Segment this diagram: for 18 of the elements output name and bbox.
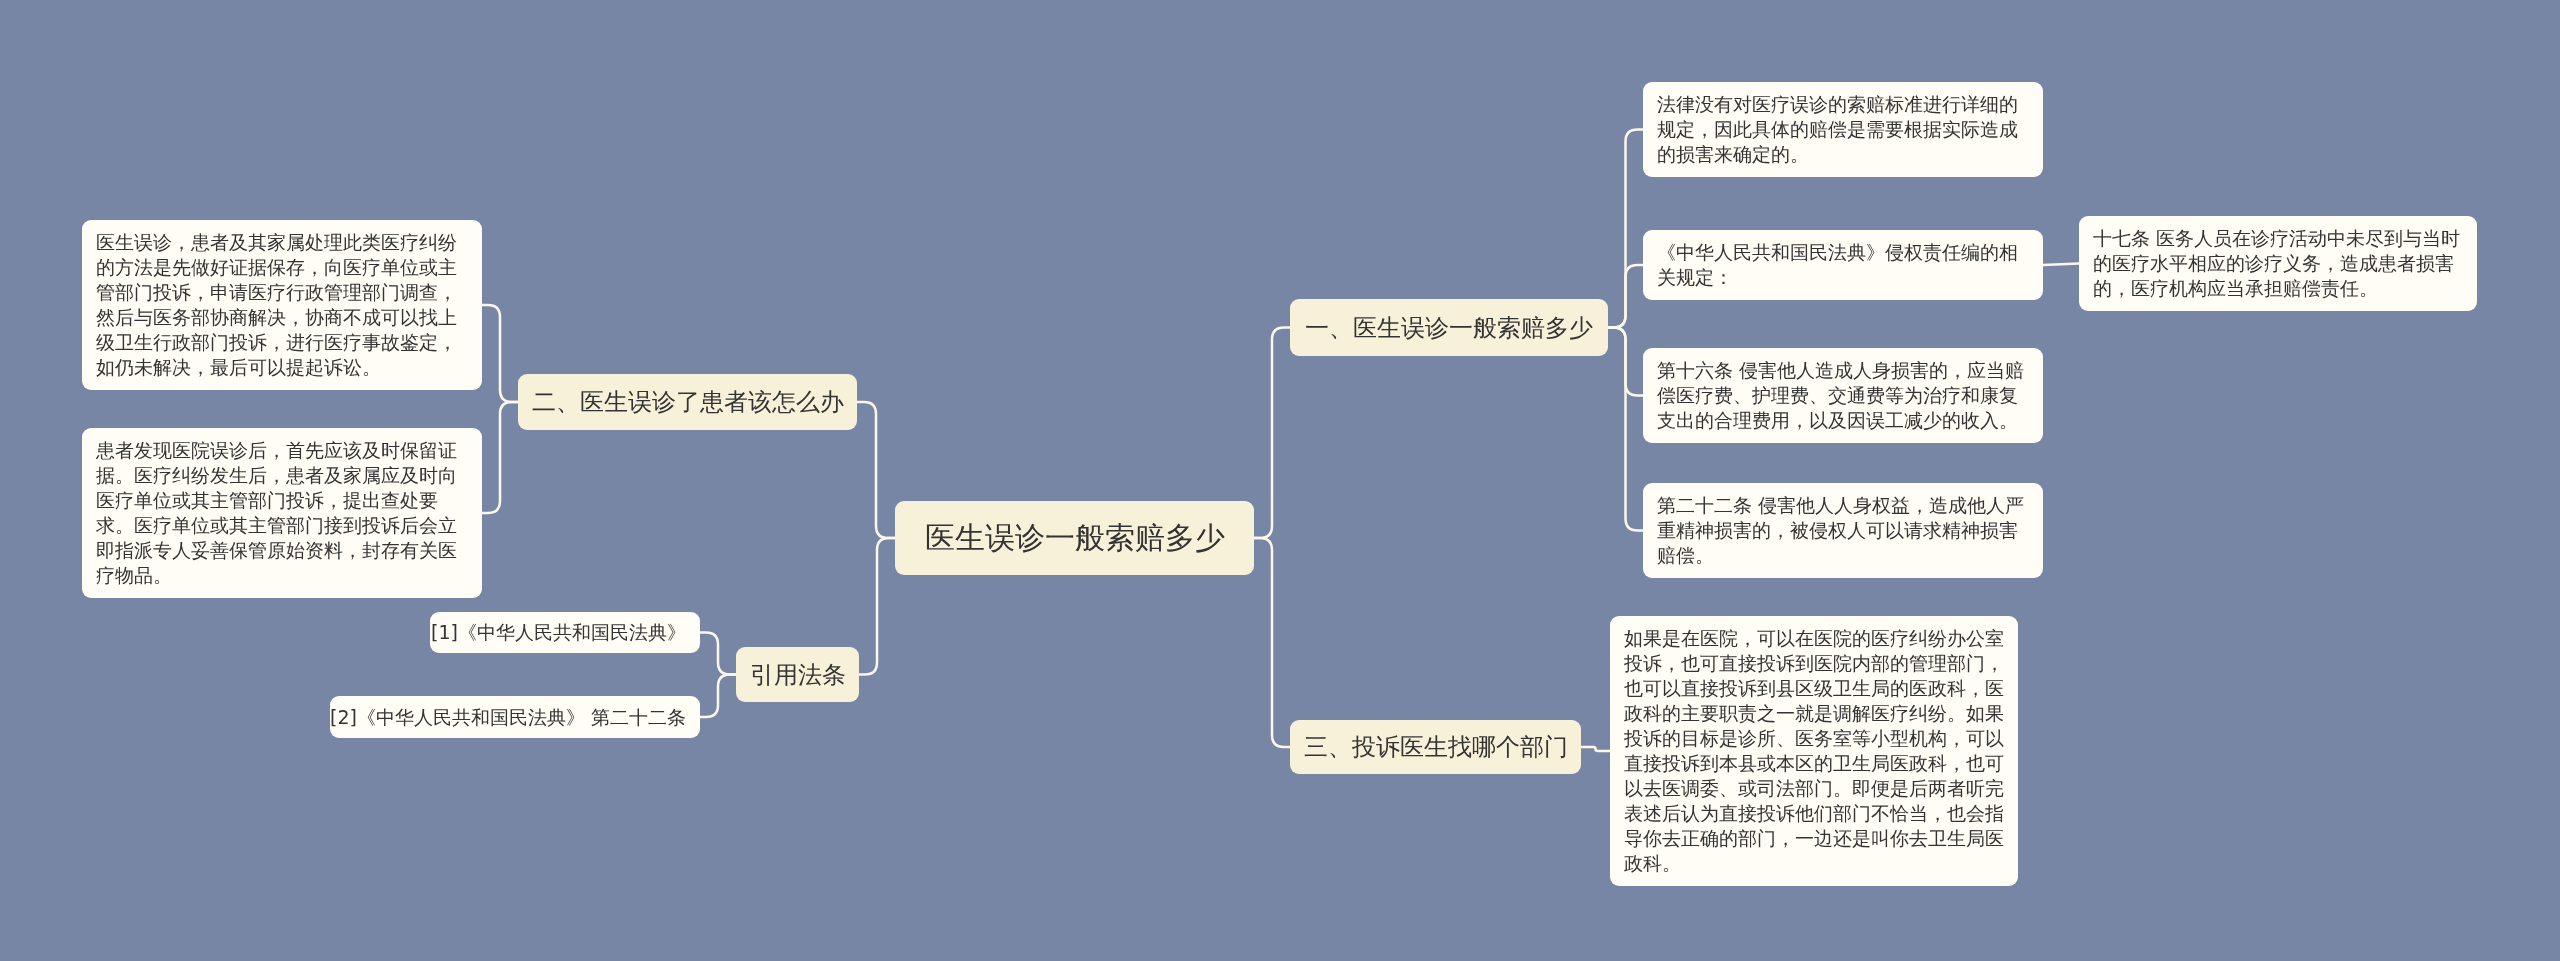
text-card: 患者发现医院误诊后，首先应该及时保留证据。医疗纠纷发生后，患者及家属应及时向医疗单位或其主管部门投诉，提出查处要求。医疗单位或其主管部门接到投诉后会立即指派专人妥善保管原始资料，封存有关医疗物品。 <box>82 428 482 598</box>
text-card: 第十六条 侵害他人造成人身损害的，应当赔偿医疗费、护理费、交通费等为治疗和康复支出的合理费用，以及因误工减少的收入。 <box>1643 348 2043 443</box>
text-card: 十七条 医务人员在诊疗活动中未尽到与当时的医疗水平相应的诊疗义务，造成患者损害的，医疗机构应当承担赔偿责任。 <box>2079 216 2477 311</box>
reference-card: [2]《中华人民共和国民法典》 第二十二条 <box>330 696 700 738</box>
text-card: 第二十二条 侵害他人人身权益，造成他人严重精神损害的，被侵权人可以请求精神损害赔偿。 <box>1643 483 2043 578</box>
text-card: 如果是在医院，可以在医院的医疗纠纷办公室投诉，也可直接投诉到医院内部的管理部门，也可以直接投诉到县区级卫生局的医政科，医政科的主要职责之一就是调解医疗纠纷。如果投诉的目标是诊所、医务室等小型机构，可以直接投诉到本县或本区的卫生局医政科，也可以去医调委、或司法部门。即便是后两者听完表述后认为直接投诉他们部门不恰当，也会指导你去正确的部门，一边还是叫你去卫生局医政科。 <box>1610 616 2018 886</box>
text-card: 法律没有对医疗误诊的索赔标准进行详细的规定，因此具体的赔偿是需要根据实际造成的损害来确定的。 <box>1643 82 2043 177</box>
topic-box: 二、医生误诊了患者该怎么办 <box>518 374 857 430</box>
text-card: 《中华人民共和国民法典》侵权责任编的相关规定： <box>1643 230 2043 300</box>
text-card: 医生误诊，患者及其家属处理此类医疗纠纷的方法是先做好证据保存，向医疗单位或主管部门投诉，申请医疗行政管理部门调查，然后与医务部协商解决，协商不成可以找上级卫生行政部门投诉，进行医疗事故鉴定，如仍未解决，最后可以提起诉讼。 <box>82 220 482 390</box>
connector-line <box>1581 745 1610 753</box>
connector-line <box>700 673 736 719</box>
topic-box: 一、医生误诊一般索赔多少 <box>1290 299 1608 356</box>
topic-box: 三、投诉医生找哪个部门 <box>1290 720 1581 774</box>
connector-line <box>2042 262 2080 267</box>
central-topic-box: 医生误诊一般索赔多少 <box>895 501 1254 575</box>
reference-card: [1]《中华人民共和国民法典》 <box>430 612 700 653</box>
topic-box: 引用法条 <box>736 647 859 702</box>
